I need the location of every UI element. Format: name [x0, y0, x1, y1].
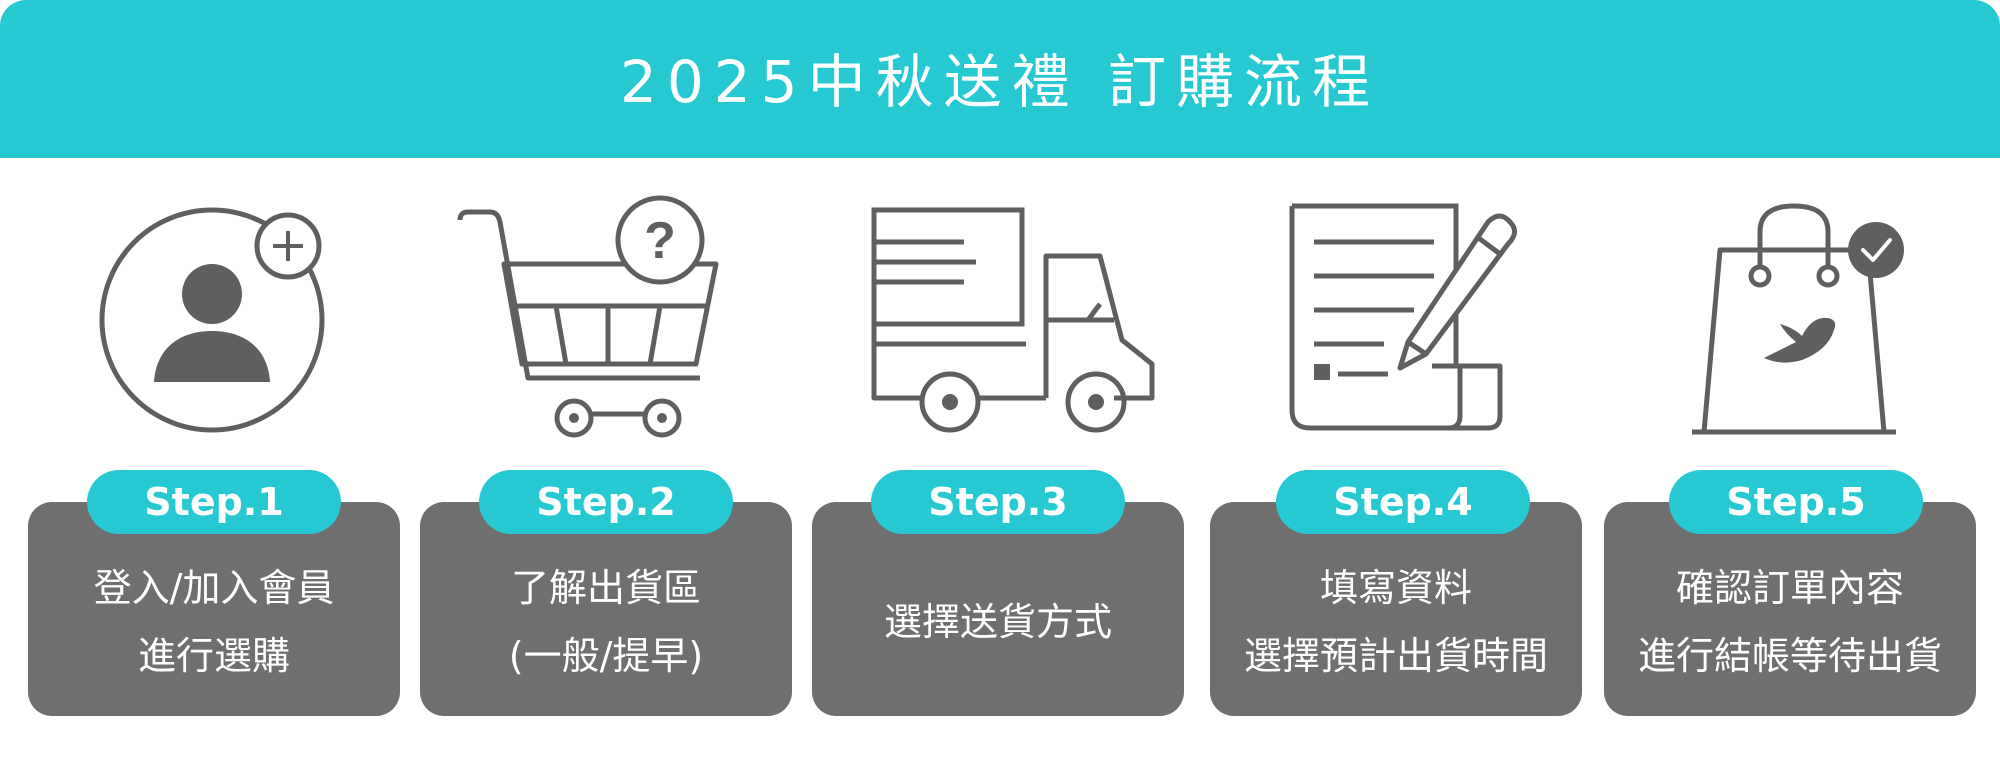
step-card-4: 填寫資料 選擇預計出貨時間 — [1210, 502, 1582, 716]
step-1-line-1: 登入/加入會員 — [93, 566, 335, 610]
step-card-2: 了解出貨區 (一般/提早) — [420, 502, 792, 716]
step-3-line-1: 選擇送貨方式 — [883, 600, 1112, 644]
step-4-line-2: 選擇預計出貨時間 — [1243, 634, 1548, 678]
step-badge-4: Step.4 — [1276, 470, 1530, 534]
page-title: 2025中秋送禮 訂購流程 — [619, 48, 1381, 116]
step-4-line-1: 填寫資料 — [1319, 566, 1472, 610]
step-badge-1: Step.1 — [87, 470, 341, 534]
step-5-line-1: 確認訂單內容 — [1675, 566, 1904, 610]
form-pen-icon — [1264, 188, 1544, 458]
cart-question-icon: ? — [456, 188, 736, 458]
step-5-line-2: 進行結帳等待出貨 — [1637, 634, 1942, 678]
step-card-5: 確認訂單內容 進行結帳等待出貨 — [1604, 502, 1976, 716]
step-card-1: 登入/加入會員 進行選購 — [28, 502, 400, 716]
svg-text:?: ? — [644, 212, 676, 270]
step-1-line-2: 進行選購 — [137, 634, 290, 678]
step-2-line-1: 了解出貨區 — [510, 566, 701, 610]
shopping-bag-check-icon — [1668, 188, 1948, 458]
step-2-line-2: (一般/提早) — [508, 634, 704, 678]
delivery-truck-icon — [860, 188, 1155, 458]
step-badge-5: Step.5 — [1669, 470, 1923, 534]
step-badge-3: Step.3 — [871, 470, 1125, 534]
header-banner: 2025中秋送禮 訂購流程 — [0, 0, 2000, 158]
user-add-icon — [72, 188, 352, 458]
step-card-3: 選擇送貨方式 — [812, 502, 1184, 716]
step-badge-2: Step.2 — [479, 470, 733, 534]
